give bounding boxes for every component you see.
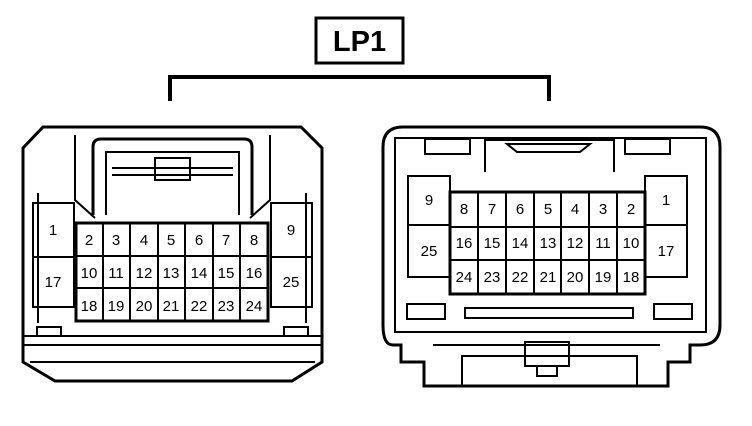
left-latch-outer — [91, 137, 254, 215]
right-center-block — [448, 190, 647, 296]
right-pin-label: 11 — [595, 235, 611, 252]
right-pin-label: 22 — [512, 269, 529, 286]
left-pin-label: 17 — [45, 274, 62, 291]
left-pin-label: 1 — [49, 222, 57, 239]
left-pin-label: 8 — [250, 232, 258, 249]
right-pin-label: 17 — [658, 243, 675, 260]
left-inner-step — [74, 135, 271, 219]
left-pin-label: 12 — [136, 265, 153, 282]
right-pin-label: 12 — [567, 235, 584, 252]
right-pin-label: 6 — [516, 201, 524, 218]
left-center-block — [74, 221, 270, 323]
left-pin-label: 10 — [81, 265, 98, 282]
right-pin-label: 20 — [567, 269, 584, 286]
left-pin-label: 5 — [167, 232, 175, 249]
right-pin-label: 16 — [456, 235, 473, 252]
left-latch-slot-lines — [112, 167, 233, 176]
left-latch-inner — [105, 151, 240, 215]
title-box — [314, 16, 405, 65]
left-pin-label: 4 — [140, 232, 148, 249]
left-pin-label: 3 — [112, 232, 120, 249]
right-pin-label: 25 — [421, 243, 438, 260]
right-pin-label: 9 — [425, 192, 433, 209]
left-pin-label: 25 — [283, 274, 300, 291]
right-bottom-slot-left — [406, 303, 446, 320]
right-housing-outline — [381, 125, 722, 388]
left-pin-label: 13 — [163, 265, 180, 282]
left-grid-rows — [76, 255, 268, 289]
right-pin-label: 24 — [456, 269, 473, 286]
right-pin-label: 8 — [460, 201, 468, 218]
right-grid-columns — [477, 192, 618, 294]
left-connector — [21, 125, 324, 383]
right-top-slot-right — [624, 138, 671, 155]
title-text: LP1 — [333, 26, 386, 58]
left-pin-17-cell — [32, 256, 75, 308]
left-pin-labels: 1 2 3 4 5 6 7 8 9 10 11 12 13 14 15 16 1… — [45, 222, 300, 315]
left-pin-label: 6 — [195, 232, 203, 249]
right-top-slot-left — [424, 138, 471, 155]
right-housing-inner — [394, 137, 707, 333]
left-pin-label: 14 — [191, 265, 208, 282]
right-top-notch-walls — [484, 139, 615, 172]
left-pin-label: 20 — [136, 298, 153, 315]
right-bottom-lock-nub — [536, 365, 558, 377]
left-bottom-tab-right — [283, 326, 309, 337]
left-pin-label: 24 — [246, 298, 263, 315]
left-pin-label: 19 — [108, 298, 125, 315]
left-pin-label: 22 — [191, 298, 208, 315]
right-pin-label: 4 — [571, 201, 579, 218]
left-housing-outline — [21, 125, 324, 383]
connector-bracket — [168, 75, 551, 101]
right-grid-rows — [450, 226, 645, 261]
left-bottom-rails — [23, 335, 322, 346]
right-connector — [381, 125, 722, 388]
left-latch-tab — [154, 157, 191, 181]
left-pin-25-cell — [270, 256, 313, 308]
connector-title: LP1 — [314, 16, 405, 65]
left-bottom-tab-left — [36, 326, 62, 337]
left-pin-label: 11 — [108, 265, 124, 282]
left-grid-columns — [102, 223, 241, 321]
right-pin-label: 10 — [623, 235, 640, 252]
right-pin-label: 3 — [599, 201, 607, 218]
right-pin-label: 18 — [623, 269, 640, 286]
left-pin-label: 2 — [85, 232, 93, 249]
right-pin-labels: 1 2 3 4 5 6 7 8 9 10 11 12 13 14 15 16 1… — [421, 192, 675, 286]
right-pin-label: 14 — [512, 235, 529, 252]
right-bottom-rail — [464, 307, 634, 319]
right-pin-label: 5 — [544, 201, 552, 218]
right-top-notch-key — [504, 143, 593, 153]
right-pin-label: 2 — [627, 201, 635, 218]
right-pin-label: 19 — [595, 269, 612, 286]
right-pin-label: 7 — [488, 201, 496, 218]
left-pin-label: 21 — [163, 298, 180, 315]
left-pin-label: 9 — [287, 222, 295, 239]
left-pin-label: 18 — [81, 298, 98, 315]
right-pin-label: 15 — [484, 235, 501, 252]
left-pin-label: 23 — [218, 298, 235, 315]
right-pin-label: 13 — [540, 235, 557, 252]
left-pin-label: 7 — [222, 232, 230, 249]
right-pin-label: 23 — [484, 269, 501, 286]
left-pin-label: 15 — [218, 265, 235, 282]
right-bottom-lock-outer — [461, 355, 638, 386]
right-pin-label: 1 — [662, 192, 670, 209]
left-pin-label: 16 — [246, 265, 263, 282]
right-bottom-slot-right — [653, 303, 693, 320]
right-pin-label: 21 — [540, 269, 557, 286]
